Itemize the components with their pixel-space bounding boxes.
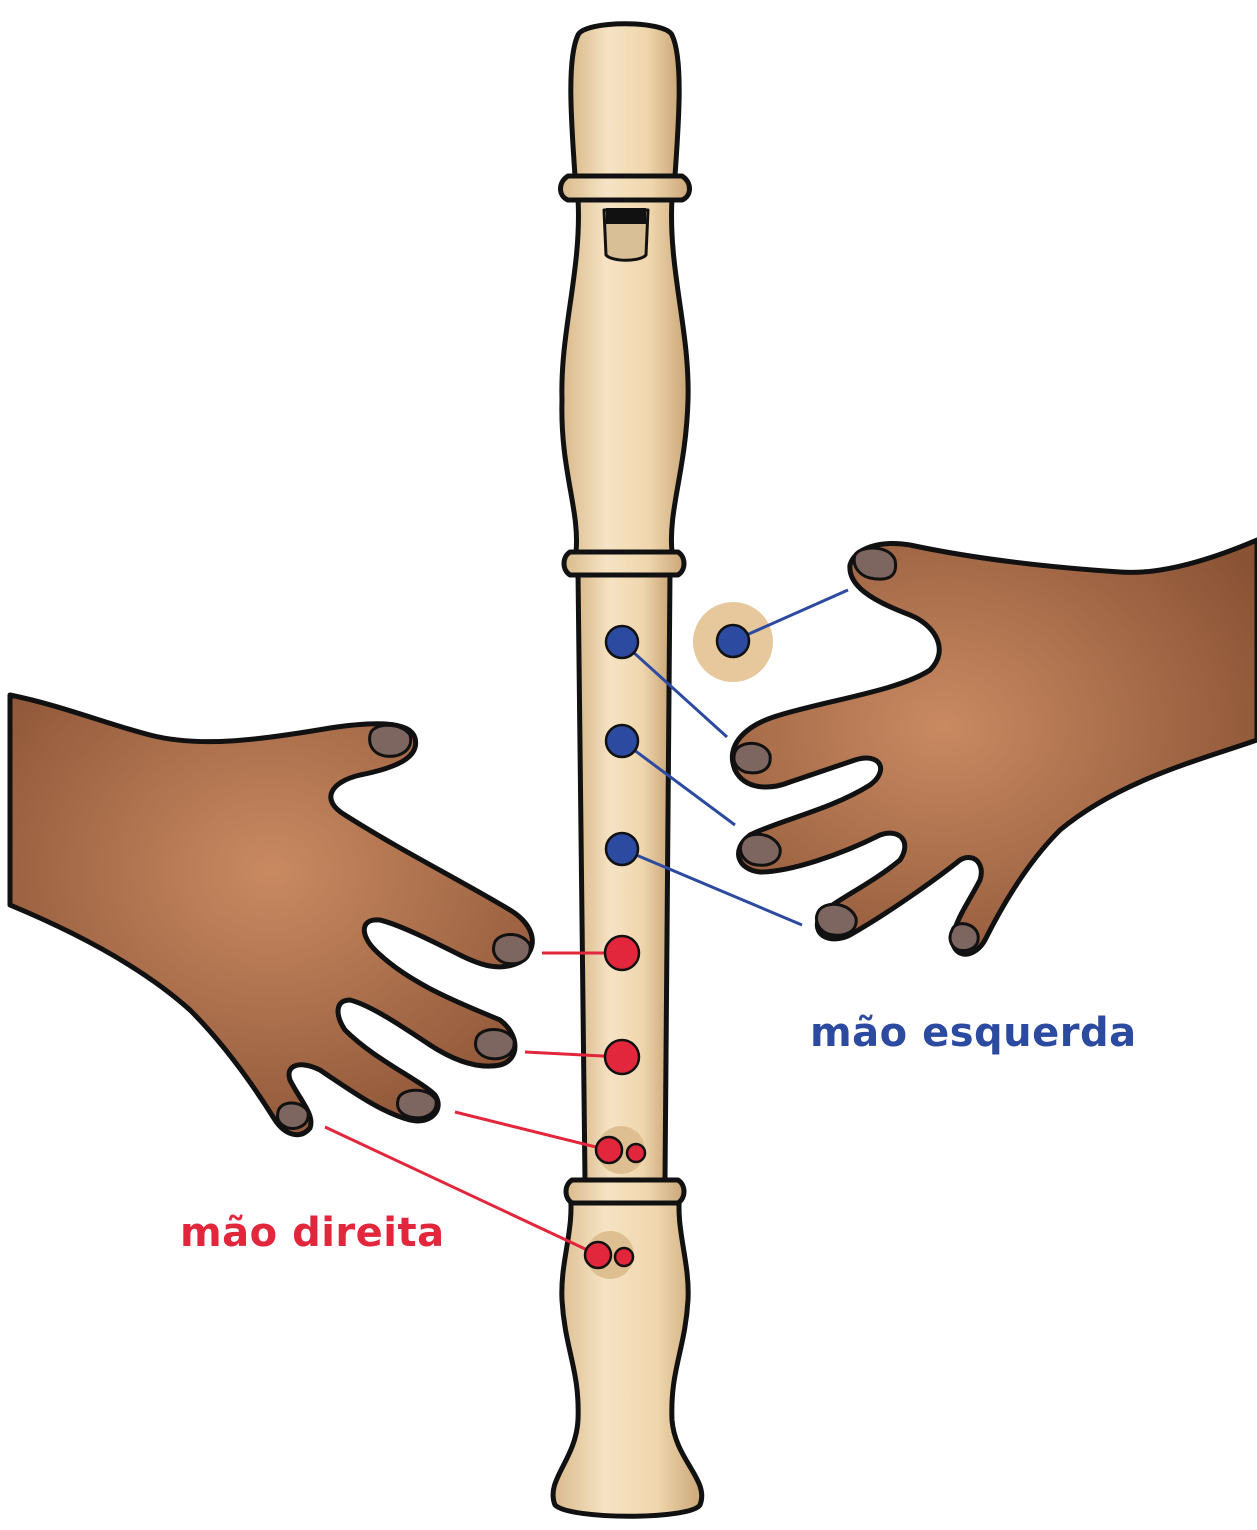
right-pinky-nail — [277, 1103, 308, 1128]
right-hand-label: mão direita — [180, 1210, 445, 1256]
hole-6-small — [627, 1144, 645, 1162]
hole-3 — [606, 833, 638, 865]
left-middle-nail — [740, 834, 780, 865]
hole-4 — [605, 936, 639, 970]
left-ring-nail — [816, 904, 856, 935]
left-hand-label: mão esquerda — [810, 1010, 1137, 1056]
hole-2 — [606, 725, 638, 757]
recorder-body — [578, 572, 670, 1180]
left-thumb-nail — [854, 548, 895, 579]
right-index-nail — [493, 934, 530, 963]
hole-5 — [605, 1040, 639, 1074]
recorder — [553, 24, 702, 1517]
hole-7-small — [615, 1248, 633, 1266]
left-hand — [732, 540, 1257, 954]
recorder-mouthpiece — [571, 24, 679, 176]
right-ring-nail — [398, 1090, 437, 1118]
thumb-hole — [717, 625, 749, 657]
left-pinky-nail — [950, 924, 978, 951]
left-index-nail — [734, 743, 770, 772]
hole-1 — [606, 626, 638, 658]
right-hand — [10, 695, 532, 1135]
right-thumb-nail — [370, 725, 411, 756]
hole-7-large — [585, 1242, 611, 1268]
hole-6-large — [596, 1137, 622, 1163]
right-middle-nail — [476, 1029, 515, 1058]
